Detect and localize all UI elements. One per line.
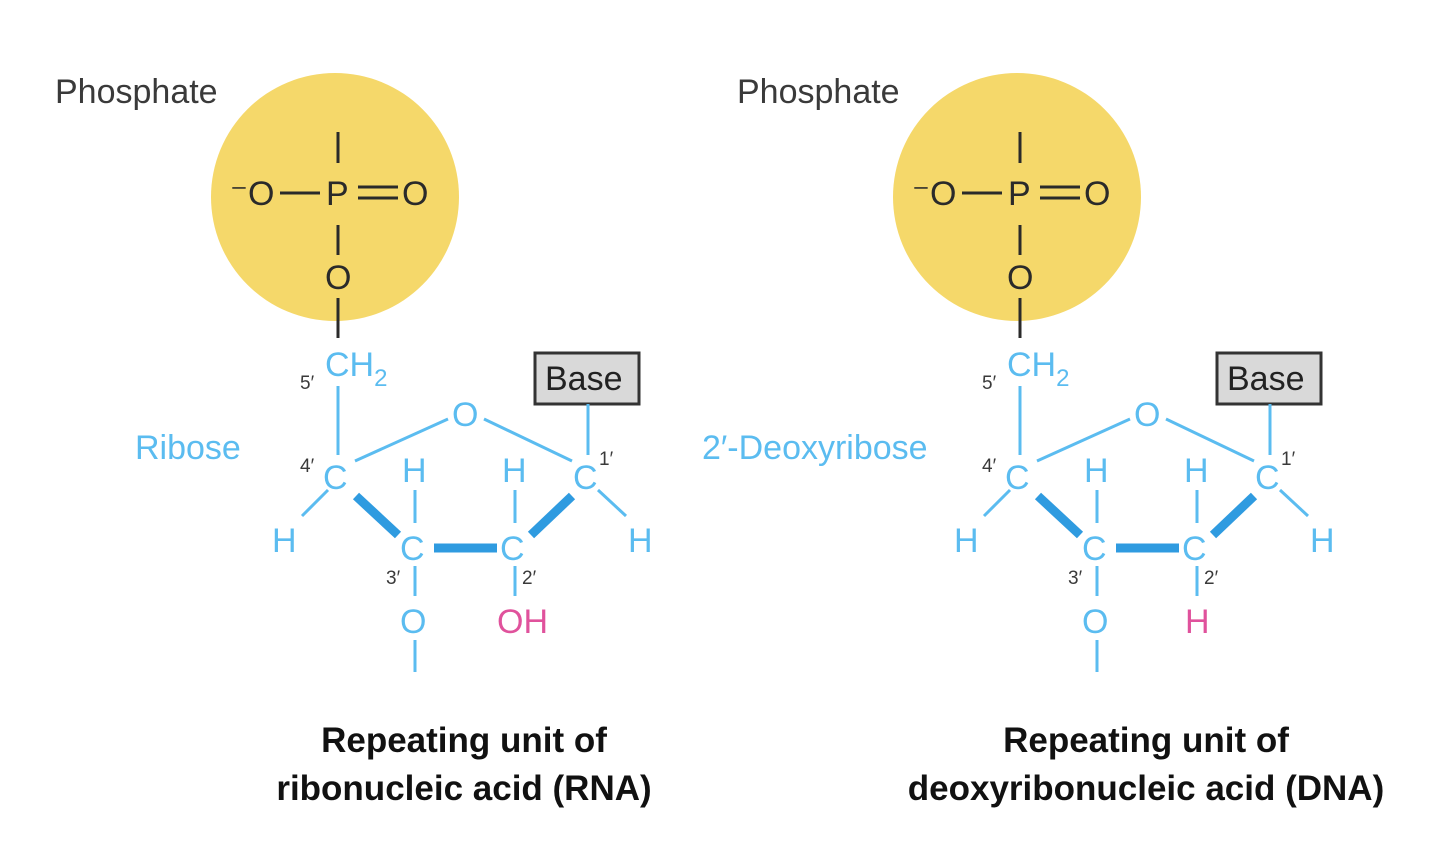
rna-c4-c3-bond: [352, 492, 402, 539]
rna-pos-3: 3′: [386, 568, 401, 589]
dna-o-bottom: O: [1007, 259, 1033, 297]
dna-c4: C: [1005, 459, 1030, 497]
dna-c2-c1-bond: [1209, 492, 1258, 539]
dna-pos-4: 4′: [982, 456, 997, 477]
dna-o-double: O: [1084, 175, 1110, 213]
dna-h3: H: [1084, 452, 1109, 490]
rna-pos-4: 4′: [300, 456, 315, 477]
rna-phosphate-label: Phosphate: [55, 73, 218, 111]
rna-h4: H: [272, 522, 297, 560]
rna-c3: C: [400, 530, 425, 568]
rna-o3: O: [400, 603, 426, 641]
dna-c1-h-bond: [1278, 488, 1310, 518]
rna-c4-h-bond: [300, 488, 330, 518]
rna-c4-o-bond: [354, 417, 449, 463]
rna-unit: Phosphate ⁻O P O O CH2 5′ Ribose Base: [55, 73, 653, 808]
dna-pos-1: 1′: [1281, 449, 1296, 470]
dna-ch2: CH2: [1007, 346, 1069, 392]
rna-base-box: [533, 351, 641, 406]
rna-caption-line1: Repeating unit of: [321, 721, 607, 760]
dna-phosphorus: P: [1008, 175, 1031, 213]
rna-two-prime-oh: OH: [497, 603, 548, 641]
dna-two-prime-h: H: [1185, 603, 1210, 641]
dna-h1: H: [1310, 522, 1335, 560]
rna-phosphorus: P: [326, 175, 349, 213]
dna-c4-o-bond: [1036, 417, 1131, 463]
dna-unit: Phosphate ⁻O P O O CH2 5′ 2′-Deoxyribose…: [702, 73, 1384, 808]
dna-base-box: [1215, 351, 1323, 406]
rna-pos-1: 1′: [599, 449, 614, 470]
rna-h2: H: [502, 452, 527, 490]
rna-o-c1-bond: [483, 417, 573, 463]
dna-o-minus: ⁻O: [912, 175, 956, 213]
dna-o-c1-bond: [1165, 417, 1255, 463]
dna-o3: O: [1082, 603, 1108, 641]
rna-o-double: O: [402, 175, 428, 213]
rna-c1-h-bond: [596, 488, 628, 518]
rna-o-minus: ⁻O: [230, 175, 274, 213]
rna-h3: H: [402, 452, 427, 490]
dna-c4-c3-bond: [1034, 492, 1084, 539]
dna-base-label: Base: [1227, 360, 1305, 398]
rna-pos-2: 2′: [522, 568, 537, 589]
dna-phosphate-label: Phosphate: [737, 73, 900, 111]
rna-o-bottom: O: [325, 259, 351, 297]
rna-base-label: Base: [545, 360, 623, 398]
dna-phosphate-circle: [893, 73, 1141, 321]
dna-ring-o: O: [1134, 396, 1160, 434]
dna-sugar-label: 2′-Deoxyribose: [702, 429, 928, 467]
rna-caption-line2: ribonucleic acid (RNA): [276, 769, 651, 808]
dna-c3: C: [1082, 530, 1107, 568]
rna-ch2: CH2: [325, 346, 387, 392]
rna-c1: C: [573, 459, 598, 497]
dna-h4: H: [954, 522, 979, 560]
rna-c2: C: [500, 530, 525, 568]
rna-sugar-label: Ribose: [135, 429, 241, 467]
dna-caption-line1: Repeating unit of: [1003, 721, 1289, 760]
rna-pos-5: 5′: [300, 373, 315, 394]
dna-c4-h-bond: [982, 488, 1012, 518]
dna-pos-3: 3′: [1068, 568, 1083, 589]
rna-c4: C: [323, 459, 348, 497]
rna-c2-c1-bond: [527, 492, 576, 539]
rna-h1: H: [628, 522, 653, 560]
rna-phosphate-circle: [211, 73, 459, 321]
dna-pos-2: 2′: [1204, 568, 1219, 589]
dna-c1: C: [1255, 459, 1280, 497]
rna-ring-o: O: [452, 396, 478, 434]
dna-c2: C: [1182, 530, 1207, 568]
dna-caption-line2: deoxyribonucleic acid (DNA): [908, 769, 1384, 808]
dna-h2: H: [1184, 452, 1209, 490]
dna-pos-5: 5′: [982, 373, 997, 394]
